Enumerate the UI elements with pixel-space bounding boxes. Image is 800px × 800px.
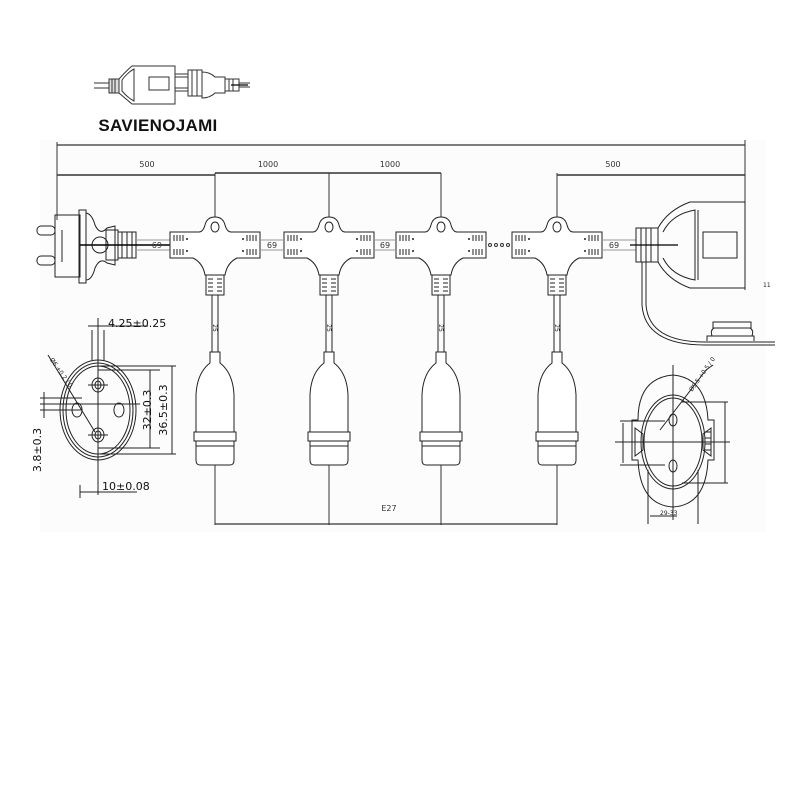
socket-width-dimension: 29-33 [660, 510, 678, 517]
cable-label: 69 [152, 240, 162, 249]
drop-cable-label: 25 [553, 324, 560, 332]
cable-segments [260, 239, 636, 251]
drop-cable-label: 25 [325, 324, 332, 332]
drop-cable-label: 25 [437, 324, 444, 332]
socket-pendant [307, 294, 351, 466]
outer-height-dimension: 36.5±0.3 [157, 384, 170, 435]
socket-face-view [615, 364, 730, 524]
drawing-panel [40, 140, 766, 532]
t-connector [511, 216, 603, 296]
socket-pendant [535, 294, 579, 466]
plug-connector-icon [94, 65, 250, 105]
t-connector [395, 216, 487, 296]
socket-type-label: E27 [381, 504, 396, 513]
dimension-label-500-right: 500 [605, 160, 620, 169]
dimension-label-500-left: 500 [139, 160, 154, 169]
end-socket-side-view [630, 201, 775, 346]
cable-label: 69 [380, 240, 390, 249]
dimension-label-1000-b: 1000 [380, 160, 400, 169]
socket-pendant [419, 294, 463, 466]
pin-diameter-dimension: Ø6 +0.2 / 0 [48, 357, 74, 390]
plug-side-view [36, 209, 180, 284]
socket-pendant [193, 294, 237, 466]
side-offset-dimension: 3.8±0.3 [31, 428, 44, 472]
bottom-width-dimension: 10±0.08 [102, 480, 150, 493]
t-connector [169, 216, 261, 296]
inner-height-dimension: 32±0.3 [141, 390, 154, 431]
cable-label: 69 [609, 240, 619, 249]
end-mark: 11 [763, 282, 771, 289]
dimension-label-1000-a: 1000 [258, 160, 278, 169]
drop-cable-label: 25 [211, 324, 218, 332]
hole-diameter-dimension: Ø5.5 +0.5 / 0 [688, 356, 717, 393]
e27-dimension-line [214, 465, 558, 525]
t-connector [283, 216, 375, 296]
top-offset-dimension: 4.25±0.25 [108, 317, 166, 330]
continuation-dots [488, 243, 510, 247]
cable-label: 69 [267, 240, 277, 249]
plug-face-view [40, 318, 176, 498]
connector-title: SAVIENOJAMI [0, 116, 280, 136]
connector-title-text: SAVIENOJAMI [98, 116, 218, 135]
